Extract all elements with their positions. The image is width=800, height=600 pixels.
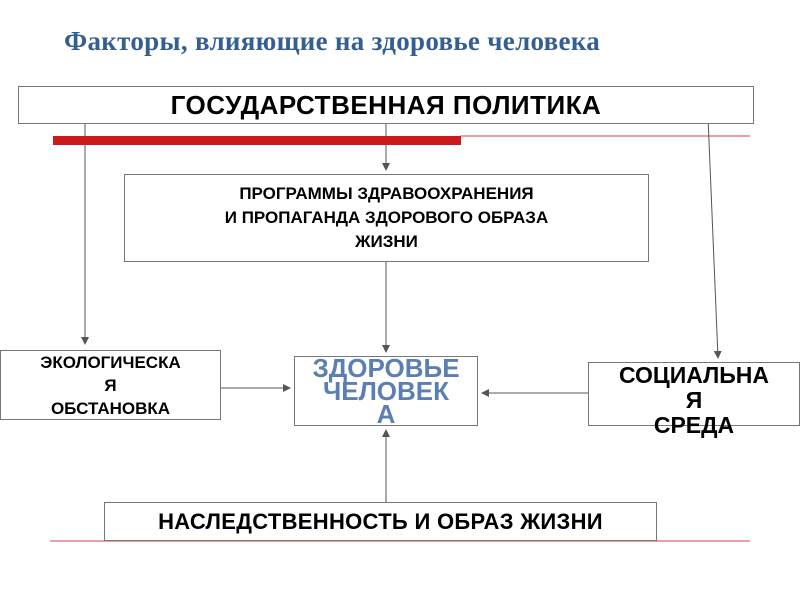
box-social-environment: СОЦИАЛЬНА Я СРЕДА <box>588 362 800 438</box>
box-health-programs-line: ЖИЗНИ <box>355 232 418 251</box>
box-human-health-line: ЗДОРОВЬЕ <box>312 353 460 383</box>
box-human-health: ЗДОРОВЬЕ ЧЕЛОВЕК А <box>294 353 478 429</box>
page-title: Факторы, влияющие на здоровье человека <box>64 26 601 56</box>
box-health-programs: ПРОГРАММЫ ЗДРАВООХРАНЕНИЯ И ПРОПАГАНДА З… <box>124 174 649 262</box>
arrow-gov-to-social <box>707 116 722 359</box>
box-state-policy-label: ГОСУДАРСТВЕННАЯ ПОЛИТИКА <box>170 89 602 120</box>
box-ecology-line: Я <box>104 375 117 395</box>
accent-bar <box>53 136 461 145</box>
box-health-programs-line: ПРОГРАММЫ ЗДРАВООХРАНЕНИЯ <box>239 184 534 203</box>
box-heredity-lifestyle: НАСЛЕДСТВЕННОСТЬ И ОБРАЗ ЖИЗНИ <box>104 502 657 541</box>
box-health-programs-line: И ПРОПАГАНДА ЗДОРОВОГО ОБРАЗА <box>224 208 549 227</box>
box-state-policy: ГОСУДАРСТВЕННАЯ ПОЛИТИКА <box>18 86 754 124</box>
box-human-health-line: ЧЕЛОВЕК <box>322 376 450 406</box>
box-ecology: ЭКОЛОГИЧЕСКА Я ОБСТАНОВКА <box>0 350 221 420</box>
box-human-health-line: А <box>376 399 396 429</box>
box-heredity-lifestyle-label: НАСЛЕДСТВЕННОСТЬ И ОБРАЗ ЖИЗНИ <box>158 508 603 534</box>
box-social-environment-line: Я <box>685 387 703 413</box>
box-social-environment-line: СОЦИАЛЬНА <box>618 362 770 388</box>
box-social-environment-line: СРЕДА <box>653 412 735 438</box>
box-ecology-line: ЭКОЛОГИЧЕСКА <box>40 352 181 372</box>
box-ecology-line: ОБСТАНОВКА <box>50 398 171 418</box>
